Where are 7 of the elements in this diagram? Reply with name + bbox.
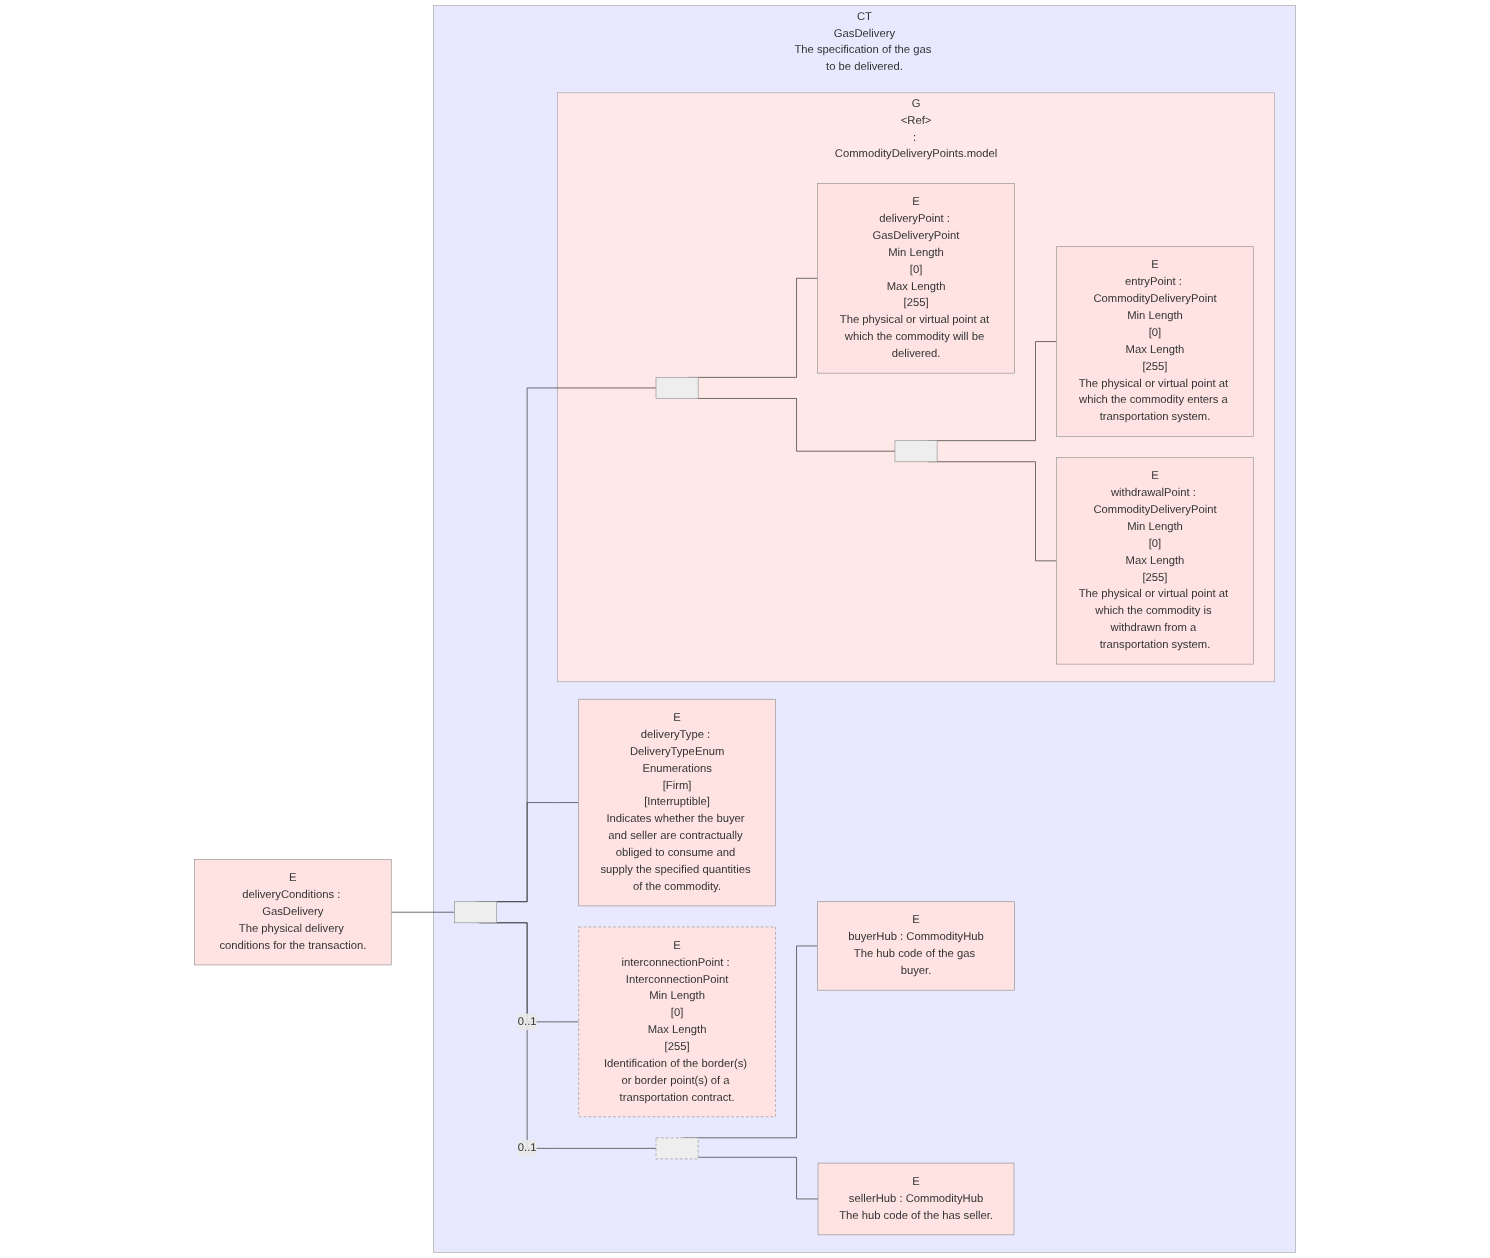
node-box xyxy=(894,440,938,463)
node-box xyxy=(454,901,498,924)
connector xyxy=(696,398,896,452)
node-box xyxy=(655,377,699,399)
connector xyxy=(390,911,455,913)
node-box xyxy=(655,1137,699,1160)
connector xyxy=(697,1156,819,1200)
